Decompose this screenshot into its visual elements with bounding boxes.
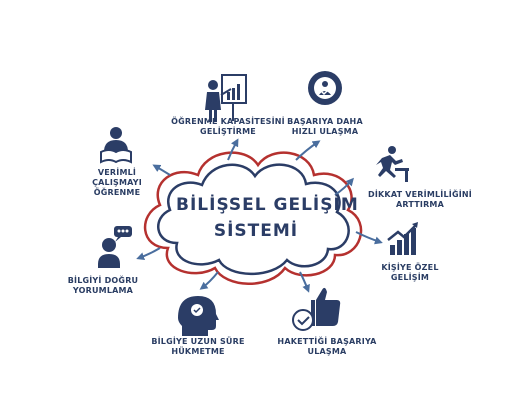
growth-chart-icon <box>387 222 418 255</box>
arrow-efficient <box>152 164 171 176</box>
label-success-line2: HIZLI ULAŞMA <box>291 127 359 136</box>
hurdle-runner-icon <box>376 146 409 182</box>
label-success-line1: BAŞARIYA DAHA <box>287 117 363 126</box>
label-deserved: HAKETTİĞİ BAŞARIYA ULAŞMA <box>272 337 382 357</box>
reader-book-icon <box>100 127 132 164</box>
label-personal-line2: GELİŞİM <box>390 273 430 282</box>
speech-person-icon <box>98 226 132 268</box>
label-longterm-line2: HÜKMETME <box>171 347 225 356</box>
arrow-attention <box>334 177 354 196</box>
label-capacity-line1: ÖĞRENME KAPASİTESİNİ <box>171 117 285 126</box>
arrow-capacity <box>227 138 239 161</box>
label-efficient-line3: ÖĞRENME <box>93 188 141 197</box>
thumbs-up-icon <box>292 287 341 331</box>
label-longterm-line1: BİLGİYE UZUN SÜRE <box>151 337 245 346</box>
arrow-deserved <box>299 271 310 293</box>
center-title-line1: BİLİŞSEL GELİŞİM <box>176 195 359 215</box>
label-attention-line2: ARTTIRMA <box>396 200 444 209</box>
arrow-personal <box>355 231 383 245</box>
arrow-interpret <box>136 247 161 261</box>
label-personal: KİŞİYE ÖZEL GELİŞİM <box>370 263 450 283</box>
label-interpret-line2: YORUMLAMA <box>72 286 134 295</box>
connector-arrows <box>136 138 383 293</box>
label-efficient-line2: ÇALIŞMAYI <box>92 178 142 187</box>
label-attention-line1: DİKKAT VERİMLİLİĞİNİ <box>368 190 472 199</box>
cloud-shape <box>143 151 363 285</box>
label-attention: DİKKAT VERİMLİLİĞİNİ ARTTIRMA <box>360 190 480 210</box>
label-personal-line1: KİŞİYE ÖZEL <box>381 263 439 272</box>
label-capacity: ÖĞRENME KAPASİTESİNİ GELİŞTİRME <box>168 117 288 137</box>
label-deserved-line2: ULAŞMA <box>307 347 347 356</box>
label-deserved-line1: HAKETTİĞİ BAŞARIYA <box>277 337 377 346</box>
label-efficient-line1: VERİMLİ <box>97 168 137 177</box>
arrow-success <box>295 140 321 161</box>
head-check-icon <box>178 296 219 336</box>
center-title-line2: SİSTEMİ <box>213 221 299 241</box>
target-user-icon <box>308 71 342 105</box>
presentation-chart-icon <box>205 74 247 122</box>
label-capacity-line2: GELİŞTİRME <box>200 127 256 136</box>
label-efficient: VERİMLİ ÇALIŞMAYI ÖĞRENME <box>82 168 152 198</box>
label-interpret: BİLGİYİ DOĞRU YORUMLAMA <box>58 276 148 296</box>
arrow-longterm <box>199 271 219 290</box>
center-title: BİLİŞSEL GELİŞİM SİSTEMİ <box>176 192 359 244</box>
label-longterm: BİLGİYE UZUN SÜRE HÜKMETME <box>138 337 258 357</box>
label-interpret-line1: BİLGİYİ DOĞRU <box>67 276 139 285</box>
label-success: BAŞARIYA DAHA HIZLI ULAŞMA <box>280 117 370 137</box>
